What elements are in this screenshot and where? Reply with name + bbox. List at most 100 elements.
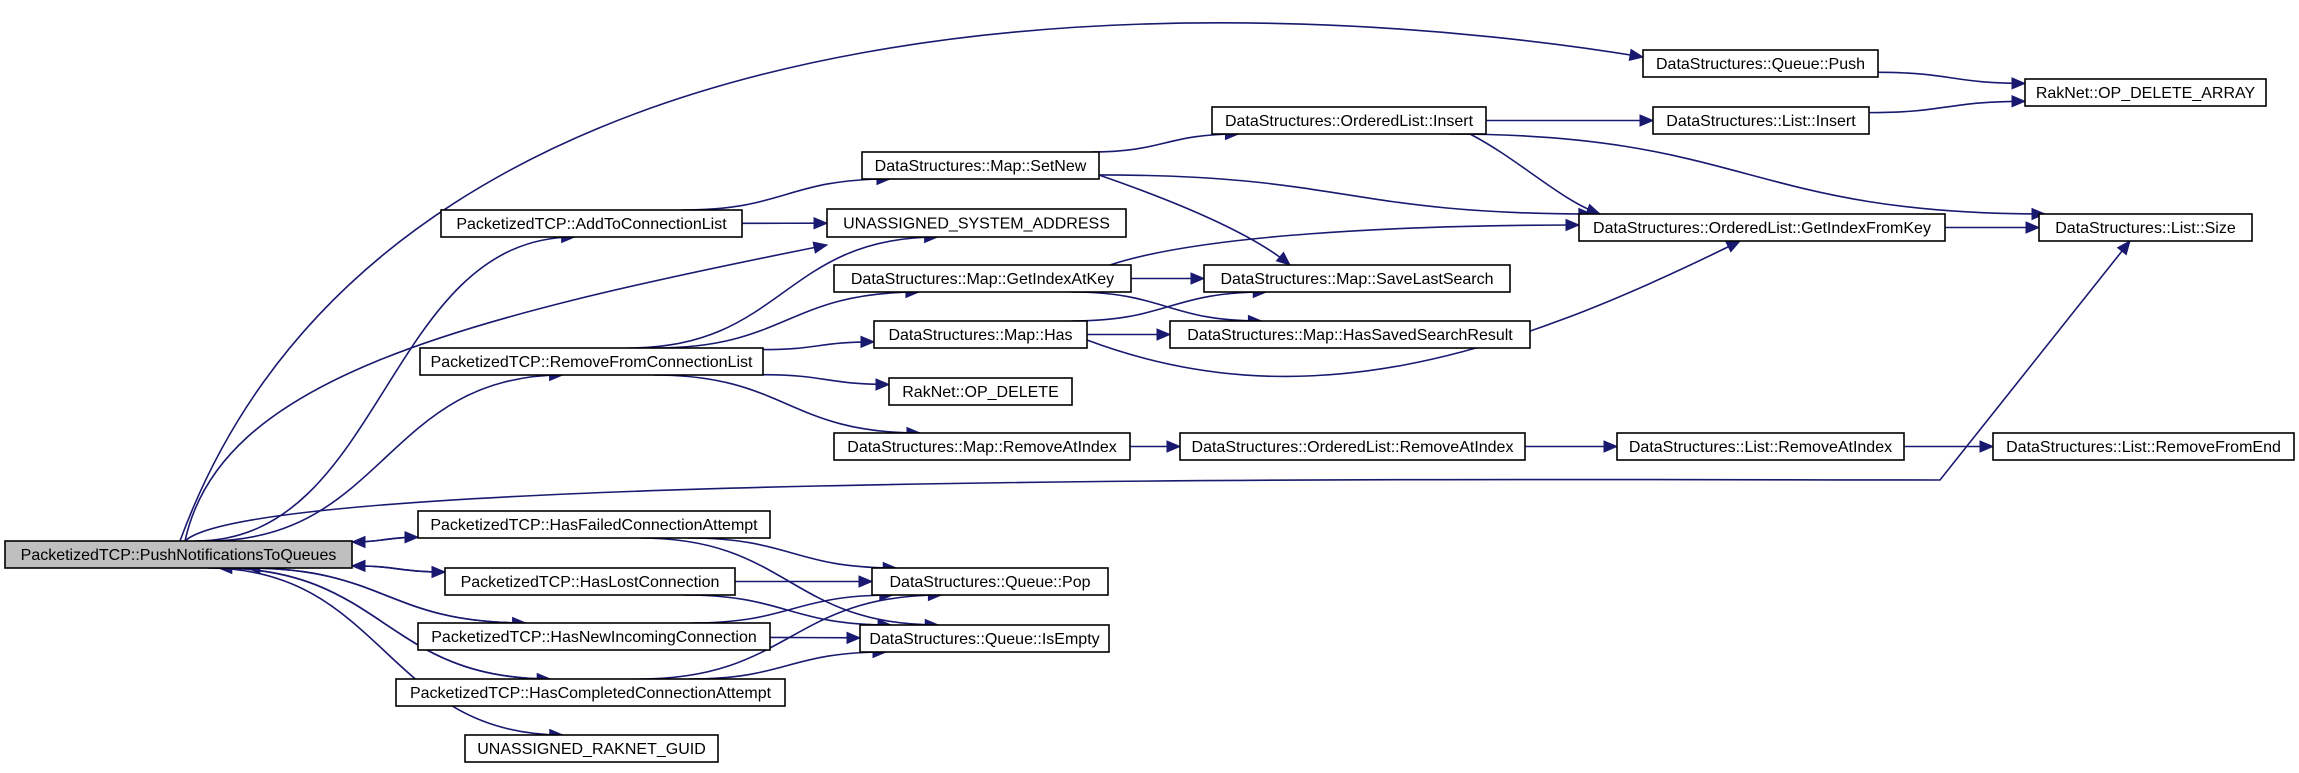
node-has-new[interactable]: PacketizedTCP::HasNewIncomingConnection xyxy=(417,622,771,651)
node-box xyxy=(1616,432,1905,461)
node-ol-insert[interactable]: DataStructures::OrderedList::Insert xyxy=(1211,106,1487,135)
node-label: DataStructures::Map::GetIndexAtKey xyxy=(851,271,1114,288)
node-list-removeatindex[interactable]: DataStructures::List::RemoveAtIndex xyxy=(1616,432,1905,461)
node-queue-pop[interactable]: DataStructures::Queue::Pop xyxy=(871,567,1109,596)
edge-has-completed-to-push-notifications xyxy=(218,567,551,680)
node-box xyxy=(1642,49,1879,78)
node-map-hassaved[interactable]: DataStructures::Map::HasSavedSearchResul… xyxy=(1169,320,1531,349)
edge-push-notifications-to-unassigned-guid xyxy=(207,567,563,736)
node-queue-push[interactable]: DataStructures::Queue::Push xyxy=(1642,49,1879,78)
edge-push-notifications-to-list-size xyxy=(184,240,2131,542)
edge-map-getindexatkey-to-ol-getindexfromkey-arrowhead xyxy=(1565,218,1581,232)
edge-push-notifications-to-queue-push xyxy=(179,22,1644,542)
node-label: DataStructures::OrderedList::GetIndexFro… xyxy=(1593,220,1931,237)
edge-map-setnew-to-map-savelastsearch xyxy=(1098,174,1291,266)
node-box xyxy=(440,209,743,238)
node-label: UNASSIGNED_RAKNET_GUID xyxy=(477,741,706,758)
node-label: DataStructures::List::RemoveFromEnd xyxy=(2006,439,2281,456)
node-box xyxy=(419,347,764,376)
node-box xyxy=(1992,432,2295,461)
node-box xyxy=(1652,106,1870,135)
node-map-setnew[interactable]: DataStructures::Map::SetNew xyxy=(861,151,1100,180)
node-has-lost[interactable]: PacketizedTCP::HasLostConnection xyxy=(444,567,736,596)
node-ol-getindexfromkey[interactable]: DataStructures::OrderedList::GetIndexFro… xyxy=(1578,213,1946,242)
node-box xyxy=(1211,106,1487,135)
edge-map-getindexatkey-to-map-savelastsearch-arrowhead xyxy=(1190,272,1206,285)
edge-has-failed-to-push-notifications-arrowhead xyxy=(350,535,366,549)
node-map-removeatindex[interactable]: DataStructures::Map::RemoveAtIndex xyxy=(833,432,1131,461)
edge-ol-insert-to-list-size xyxy=(1449,133,2046,215)
edge-has-completed-to-queue-isempty xyxy=(688,651,887,680)
node-box xyxy=(464,734,719,763)
node-unassigned-guid[interactable]: UNASSIGNED_RAKNET_GUID xyxy=(464,734,719,763)
edge-add-to-conn-to-unassigned-sys-addr-arrowhead xyxy=(813,216,829,230)
edge-map-has-to-map-hassaved-arrowhead xyxy=(1156,328,1172,341)
node-list-insert[interactable]: DataStructures::List::Insert xyxy=(1652,106,1870,135)
edge-remove-from-conn-to-map-has xyxy=(762,341,875,351)
edge-remove-from-conn-to-map-has-arrowhead xyxy=(860,335,876,349)
node-list-size[interactable]: DataStructures::List::Size xyxy=(2038,213,2253,242)
node-map-has[interactable]: DataStructures::Map::Has xyxy=(873,320,1088,349)
nodes-layer: PacketizedTCP::PushNotificationsToQueues… xyxy=(4,49,2295,763)
edge-map-getindexatkey-to-ol-getindexfromkey xyxy=(1109,224,1580,266)
node-box xyxy=(4,540,353,569)
node-op-delete-array[interactable]: RakNet::OP_DELETE_ARRAY xyxy=(2024,78,2267,107)
node-add-to-conn[interactable]: PacketizedTCP::AddToConnectionList xyxy=(440,209,743,238)
edge-map-has-to-ol-getindexfromkey-arrowhead xyxy=(1725,240,1742,253)
edge-push-notifications-to-unassigned-sys-addr xyxy=(184,244,828,542)
node-label: PacketizedTCP::HasNewIncomingConnection xyxy=(431,629,756,646)
edge-ol-removeatindex-to-list-removeatindex-arrowhead xyxy=(1603,440,1619,453)
node-box xyxy=(871,567,1109,596)
node-box xyxy=(1169,320,1531,349)
node-label: PacketizedTCP::PushNotificationsToQueues xyxy=(21,547,337,564)
edge-has-lost-to-push-notifications xyxy=(351,565,446,573)
node-remove-from-conn[interactable]: PacketizedTCP::RemoveFromConnectionList xyxy=(419,347,764,376)
edge-list-removeatindex-to-list-removefromend-arrowhead xyxy=(1979,440,1995,453)
node-unassigned-sys-addr[interactable]: UNASSIGNED_SYSTEM_ADDRESS xyxy=(826,208,1127,238)
node-has-completed[interactable]: PacketizedTCP::HasCompletedConnectionAtt… xyxy=(395,678,786,707)
node-has-failed[interactable]: PacketizedTCP::HasFailedConnectionAttemp… xyxy=(417,510,771,539)
edge-map-removeatindex-to-ol-removeatindex-arrowhead xyxy=(1166,440,1182,453)
node-box xyxy=(2024,78,2267,107)
node-label: DataStructures::List::Size xyxy=(2055,220,2236,237)
edge-map-setnew-to-ol-insert xyxy=(1091,133,1239,153)
node-map-savelastsearch[interactable]: DataStructures::Map::SaveLastSearch xyxy=(1203,264,1511,293)
edge-push-notifications-to-unassigned-sys-addr-arrowhead xyxy=(812,241,829,254)
node-label: DataStructures::Map::Has xyxy=(888,327,1072,344)
edge-map-setnew-to-ol-getindexfromkey xyxy=(1098,174,1592,215)
node-label: DataStructures::OrderedList::RemoveAtInd… xyxy=(1192,439,1514,456)
node-box xyxy=(1179,432,1526,461)
node-op-delete[interactable]: RakNet::OP_DELETE xyxy=(888,377,1073,406)
node-box xyxy=(861,151,1100,180)
edge-has-lost-to-queue-pop-arrowhead xyxy=(858,575,874,588)
node-ol-removeatindex[interactable]: DataStructures::OrderedList::RemoveAtInd… xyxy=(1179,432,1526,461)
node-box xyxy=(888,377,1073,406)
node-box xyxy=(859,624,1110,653)
node-box xyxy=(833,432,1131,461)
edge-remove-from-conn-to-op-delete xyxy=(762,373,890,386)
edge-remove-from-conn-to-op-delete-arrowhead xyxy=(875,378,891,391)
edge-push-notifications-to-remove-from-conn xyxy=(207,374,563,542)
node-label: DataStructures::OrderedList::Insert xyxy=(1225,113,1474,130)
edge-add-to-conn-to-map-setnew xyxy=(682,178,890,211)
node-push-notifications[interactable]: PacketizedTCP::PushNotificationsToQueues xyxy=(4,540,353,569)
node-box xyxy=(395,678,786,707)
node-map-getindexatkey[interactable]: DataStructures::Map::GetIndexAtKey xyxy=(833,264,1132,293)
node-box xyxy=(417,622,771,651)
node-box xyxy=(444,567,736,596)
edge-list-insert-to-op-delete-array-arrowhead xyxy=(2011,95,2027,108)
edge-has-new-to-push-notifications xyxy=(246,567,526,624)
edge-remove-from-conn-to-unassigned-sys-addr xyxy=(629,236,938,349)
edge-map-has-to-ol-getindexfromkey xyxy=(1086,240,1741,378)
edge-map-has-to-map-savelastsearch xyxy=(1071,291,1267,322)
edge-ol-getindexfromkey-to-list-size-arrowhead xyxy=(2025,221,2041,234)
node-label: DataStructures::Map::SaveLastSearch xyxy=(1220,271,1493,288)
node-box xyxy=(873,320,1088,349)
node-label: PacketizedTCP::HasCompletedConnectionAtt… xyxy=(410,685,772,702)
node-list-removefromend[interactable]: DataStructures::List::RemoveFromEnd xyxy=(1992,432,2295,461)
node-box xyxy=(1578,213,1946,242)
node-queue-isempty[interactable]: DataStructures::Queue::IsEmpty xyxy=(859,624,1110,653)
edge-has-new-to-queue-pop xyxy=(691,594,893,624)
node-box xyxy=(826,208,1127,238)
